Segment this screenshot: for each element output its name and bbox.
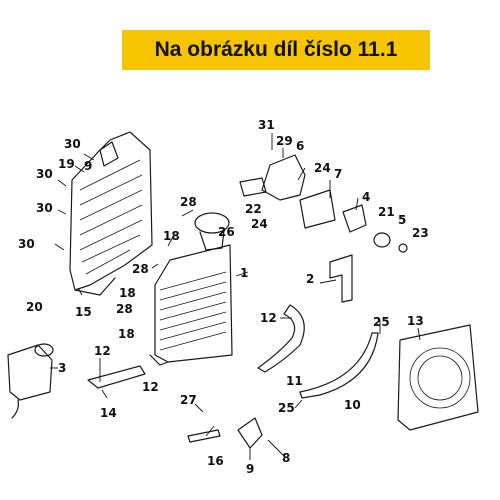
callout-label: 10 xyxy=(344,398,361,412)
fan-shroud-drawing xyxy=(69,131,153,296)
callout-label: 30 xyxy=(36,201,53,215)
callout-labels: 30 19 9 30 30 30 15 20 31 29 6 24 7 22 2… xyxy=(18,118,429,476)
callout-label: 9 xyxy=(84,159,92,173)
thermostat-housing-drawing xyxy=(239,154,408,253)
callout-label: 24 xyxy=(251,217,268,231)
leader-lines xyxy=(50,133,421,460)
callout-label: 28 xyxy=(132,262,149,276)
part-number-banner: Na obrázku díl číslo 11.1 xyxy=(122,30,430,70)
reservoir-drawing xyxy=(7,343,54,419)
callout-label: 31 xyxy=(258,118,275,132)
hose-10-drawing xyxy=(299,332,379,399)
callout-label: 13 xyxy=(407,314,424,328)
callout-label: 11 xyxy=(286,374,303,388)
callout-label: 1 xyxy=(240,266,248,280)
callout-label: 29 xyxy=(276,134,293,148)
callout-label: 16 xyxy=(207,454,224,468)
callout-label: 21 xyxy=(378,205,395,219)
callout-label: 25 xyxy=(373,315,390,329)
callout-label: 28 xyxy=(116,302,133,316)
sensor-drawing xyxy=(187,429,221,443)
callout-label: 18 xyxy=(119,286,136,300)
callout-label: 30 xyxy=(36,167,53,181)
hose-14-drawing xyxy=(87,365,146,389)
hose-11-drawing xyxy=(257,304,305,373)
callout-label: 14 xyxy=(100,406,117,420)
callout-label: 24 xyxy=(314,161,331,175)
callout-label: 30 xyxy=(18,237,35,251)
callout-label: 2 xyxy=(306,272,314,286)
bracket-drawing xyxy=(329,254,353,303)
callout-label: 25 xyxy=(278,401,295,415)
callout-label: 9 xyxy=(246,462,254,476)
callout-label: 5 xyxy=(398,213,406,227)
callout-label: 12 xyxy=(260,311,277,325)
callout-label: 3 xyxy=(58,361,66,375)
pump-drawing xyxy=(237,417,263,449)
callout-label: 4 xyxy=(362,190,370,204)
banner-text: Na obrázku díl číslo 11.1 xyxy=(154,38,398,61)
callout-label: 18 xyxy=(118,327,135,341)
callout-label: 12 xyxy=(142,380,159,394)
callout-label: 26 xyxy=(218,225,235,239)
callout-label: 19 xyxy=(58,157,75,171)
callout-label: 8 xyxy=(282,451,290,465)
callout-label: 20 xyxy=(26,300,43,314)
radiator-drawing xyxy=(149,212,233,366)
callout-label: 15 xyxy=(75,305,92,319)
callout-label: 30 xyxy=(64,137,81,151)
callout-label: 22 xyxy=(245,202,262,216)
callout-label: 18 xyxy=(163,229,180,243)
callout-label: 12 xyxy=(94,344,111,358)
callout-label: 23 xyxy=(412,226,429,240)
callout-label: 6 xyxy=(296,139,304,153)
fan-cover-drawing xyxy=(397,324,479,431)
callout-label: 7 xyxy=(334,167,342,181)
callout-label: 28 xyxy=(180,195,197,209)
callout-label: 27 xyxy=(180,393,197,407)
